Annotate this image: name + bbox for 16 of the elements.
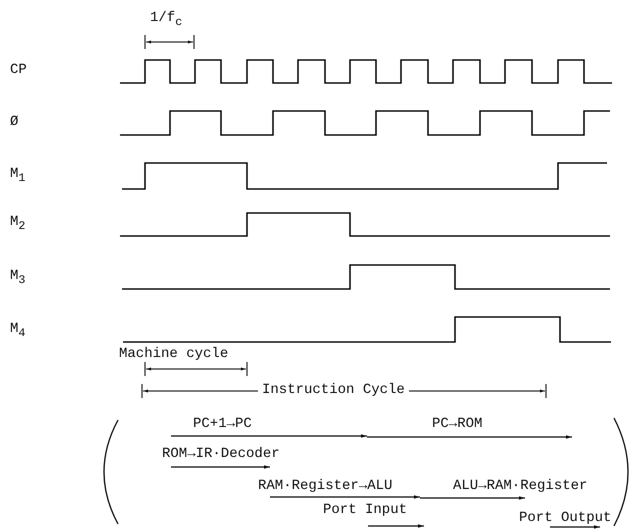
duration-label: Machine cycle [119,346,228,362]
signal-name: M$_{4}$ [10,321,26,341]
operation-label: PC→ROM [432,416,482,432]
operation-label: ALU→RAM·Register [453,478,588,494]
duration-label: Instruction Cycle [258,382,409,398]
period-label: 1/f$_{c}$ [150,10,182,30]
operation-label: RAM·Register→ALU [258,478,392,494]
signal-name: M$_{1}$ [10,166,26,186]
operation-label: ROM→IR·Decoder [162,446,280,462]
operation-label: Port Input [323,502,408,518]
operation-label: PC+1→PC [193,416,252,432]
signal-name: M$_{2}$ [10,214,26,234]
operation-label: Port Output [519,510,612,526]
signal-name: CP [10,62,27,78]
signal-name: M$_{3}$ [10,268,26,288]
signal-name: Ø [10,114,18,130]
